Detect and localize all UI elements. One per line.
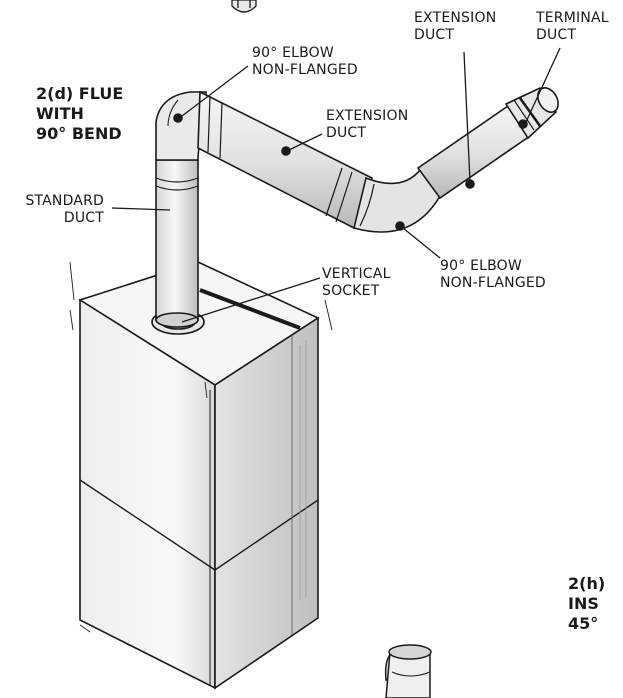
leader-standard-duct [111, 207, 171, 211]
leader-vertical-socket [181, 277, 321, 323]
title-line-2: WITH [36, 104, 84, 123]
top-elbow [155, 91, 207, 161]
label-elbow-top: 90° ELBOW NON-FLANGED [252, 45, 358, 78]
title-line-3: 90° BEND [36, 124, 122, 143]
leader-extension-mid [288, 133, 323, 151]
label-elbow-bottom: 90° ELBOW NON-FLANGED [440, 258, 546, 291]
cutoff-line-1: 2(h) [568, 574, 606, 593]
cutoff-line-2: INS [568, 594, 599, 613]
label-vertical-socket: VERTICAL SOCKET [322, 266, 391, 299]
label-terminal-duct: TERMINAL DUCT [536, 10, 609, 43]
label-extension-duct-mid: EXTENSION DUCT [326, 108, 409, 141]
next-flue-fragment [384, 644, 432, 698]
leader-extension-right [463, 51, 471, 183]
lower-elbow [353, 168, 441, 233]
title-line-1: 2(d) FLUE [36, 84, 124, 103]
cutoff-line-3: 45° [568, 614, 599, 633]
leader-elbow-top [181, 65, 249, 117]
boiler-cabinet [69, 261, 333, 690]
flue-variant-title: 2(d) FLUE WITH 90° BEND [36, 84, 123, 144]
leader-terminal [525, 47, 561, 123]
leader-lines [111, 47, 561, 323]
standard-duct [155, 159, 199, 328]
extension-duct-right [416, 104, 532, 200]
label-extension-duct-right: EXTENSION DUCT [414, 10, 497, 43]
label-standard-duct: STANDARD DUCT [25, 193, 104, 226]
previous-flue-fragment [231, 0, 257, 13]
leader-elbow-bottom [402, 227, 441, 259]
next-variant-title-cutoff: 2(h) INS 45° [568, 574, 605, 634]
